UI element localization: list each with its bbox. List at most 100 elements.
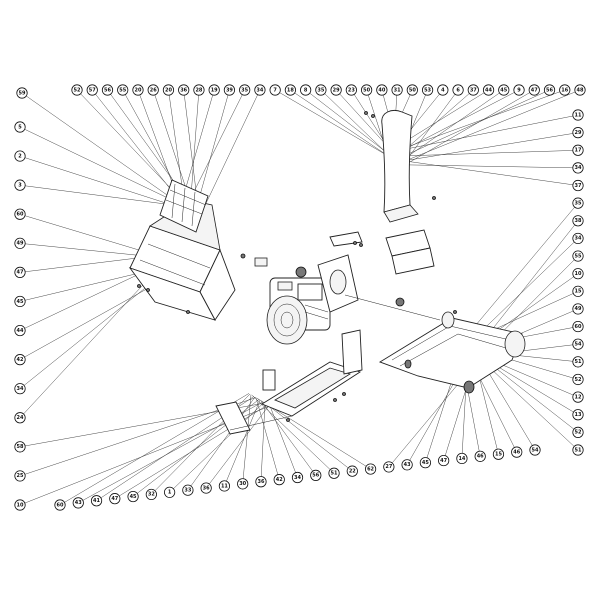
callout-number: 39	[226, 87, 233, 93]
callout-circle	[572, 444, 584, 456]
leader-line	[19, 397, 257, 477]
leader-line	[265, 403, 353, 472]
callout-right-51: 51	[572, 444, 584, 456]
callout-left-49: 49	[14, 237, 26, 249]
callout-circle	[330, 84, 342, 96]
callout-circle	[300, 84, 312, 96]
callout-left-3: 3	[14, 179, 26, 191]
callout-circle	[14, 441, 26, 453]
leader-line	[169, 402, 265, 493]
callout-number: 36	[203, 485, 210, 491]
callout-top-29: 29	[330, 84, 342, 96]
callout-top-39: 39	[223, 84, 236, 96]
callout-top-40: 40	[376, 84, 388, 96]
callout-circle	[376, 84, 388, 96]
callout-top-18: 18	[284, 84, 296, 96]
callout-number: 6	[456, 87, 460, 93]
callout-right-34: 34	[572, 162, 584, 174]
callout-bottom-43: 43	[401, 459, 413, 471]
callout-number: 42	[276, 477, 283, 483]
callout-number: 50	[409, 87, 416, 93]
callout-circle	[572, 285, 584, 297]
callout-number: 53	[424, 87, 431, 93]
leader-line	[397, 132, 579, 163]
callout-circle	[14, 208, 26, 220]
callout-number: 35	[317, 87, 324, 93]
callout-number: 55	[575, 253, 582, 259]
callout-circle	[572, 197, 584, 209]
leader-line	[260, 400, 316, 476]
callout-circle	[254, 84, 266, 96]
callout-number: 37	[575, 183, 582, 189]
callout-right-10: 10	[572, 268, 584, 280]
callout-circle	[364, 463, 377, 475]
callout-bottom-33: 33	[182, 484, 194, 496]
callout-right-13: 13	[572, 409, 584, 421]
callout-bottom-46: 46	[474, 450, 486, 462]
callout-circle	[474, 450, 486, 462]
callout-number: 25	[17, 473, 24, 479]
callout-top-55: 55	[117, 84, 129, 96]
callout-number: 37	[470, 87, 477, 93]
callout-bottom-45: 45	[127, 490, 139, 503]
callout-number: 29	[333, 87, 340, 93]
callout-left-58: 58	[14, 441, 26, 453]
leader-line	[459, 203, 579, 345]
callout-top-7: 7	[269, 84, 281, 96]
frame	[215, 329, 363, 435]
callout-number: 26	[150, 87, 157, 93]
callout-circle	[361, 84, 373, 96]
leader-line	[399, 89, 581, 164]
callout-right-34: 34	[572, 232, 584, 245]
callout-circle	[315, 84, 327, 96]
callout-circle	[16, 87, 28, 99]
callout-circle	[237, 478, 249, 490]
callout-circle	[109, 493, 121, 505]
callout-top-26: 26	[147, 84, 159, 96]
belt-guard	[378, 311, 526, 394]
leader-line	[185, 89, 245, 208]
callout-number: 20	[165, 87, 172, 93]
callout-right-15: 15	[572, 285, 584, 297]
callout-number: 18	[287, 87, 294, 93]
callout-number: 60	[17, 212, 24, 218]
callout-circle	[572, 356, 584, 368]
callout-circle	[482, 84, 495, 96]
leader-line	[224, 399, 261, 487]
callout-circle	[14, 121, 26, 133]
callout-number: 3	[18, 182, 22, 188]
callout-circle	[572, 109, 584, 121]
callout-bottom-36: 36	[255, 476, 267, 488]
callout-top-50: 50	[361, 84, 373, 96]
callout-number: 35	[241, 87, 248, 93]
callout-bottom-45: 45	[419, 457, 431, 469]
callout-number: 46	[477, 454, 484, 460]
feed-guard	[159, 179, 209, 233]
callout-circle	[438, 454, 450, 467]
leader-line	[242, 394, 252, 484]
callout-number: 34	[294, 475, 301, 481]
callout-number: 50	[363, 87, 370, 93]
callout-top-34: 34	[254, 84, 266, 96]
callout-number: 27	[385, 464, 392, 470]
callout-number: 13	[575, 412, 582, 418]
callout-circle	[117, 84, 129, 96]
callout-circle	[90, 495, 103, 507]
callout-circle	[572, 179, 584, 192]
leader-line	[180, 89, 215, 205]
callout-number: 49	[575, 306, 582, 312]
callout-circle	[14, 179, 26, 191]
callout-number: 34	[17, 386, 24, 392]
callout-number: 45	[422, 460, 429, 466]
callout-number: 41	[93, 498, 100, 504]
callout-number: 45	[17, 299, 24, 305]
callout-circle	[14, 295, 26, 308]
callout-number: 19	[211, 87, 218, 93]
callout-circle	[14, 412, 26, 424]
callout-number: 10	[17, 502, 24, 508]
callout-number: 24	[17, 415, 24, 421]
callout-top-28: 28	[193, 84, 205, 96]
callout-circle	[14, 499, 26, 511]
callout-circle	[14, 383, 26, 395]
callout-bottom-1: 1	[164, 486, 176, 498]
